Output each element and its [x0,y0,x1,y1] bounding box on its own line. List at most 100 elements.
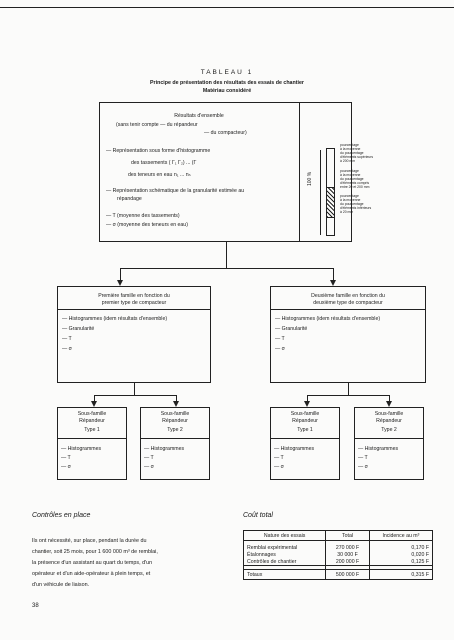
subfamily-divider [354,438,424,439]
family-subtitle: deuxième type de compacteur [313,300,383,306]
family-title: Première famille en fonction du [98,293,170,299]
cost-cell: Contrôles de chantier [242,558,327,566]
cost-cell: 0,125 F [368,558,434,566]
subfamily-label: Sous-famille [160,411,190,417]
subfamily-item: — σ [61,464,71,470]
note-line: du pourcentage [340,151,364,155]
subfamily-item: — Histogrammes [144,446,185,452]
cost-row: Remblai expérimental 270 000 F 0,170 F [242,544,434,551]
histogram-notes-top: pourcentage à la moyenne du pourcentage … [340,143,373,163]
histogram-notes-middle: pourcentage à la moyenne du pourcentage … [340,169,369,189]
overall-item: — σ (moyenne des teneurs en eau) [106,222,188,228]
cost-header: Incidence au m³ [368,530,434,541]
cost-total-row: Totaux 500 000 F 0,315 F [242,569,434,580]
connector [389,395,390,402]
scope-line-1: (sans tenir compte — du répandeur [116,122,198,128]
family-item: — T [275,336,285,342]
overall-item: — Représentation schématique de la granu… [106,188,245,194]
note-line: pourcentage [340,143,359,147]
family-item: — Granularité [62,326,95,332]
connector [226,242,227,268]
connector [120,268,121,280]
box-divider [299,102,300,242]
family-item: — σ [275,346,285,352]
cost-cell: 30 000 F [325,551,370,558]
connector [348,383,349,395]
subfamily-item: — σ [358,464,368,470]
controls-line: chantier, soit 25 mois, pour 1 600 000 m… [32,549,158,555]
family-title: Deuxième famille en fonction du [311,293,385,299]
subfamily-label: Type 1 [84,427,100,433]
family-item: — Histogrammes (idem résultats d'ensembl… [62,316,168,322]
subfamily-label: Sous-famille [290,411,320,417]
subfamily-label: Sous-famille [77,411,107,417]
cost-cell: 270 000 F [325,544,370,551]
subfamily-item: — Histogrammes [274,446,315,452]
subfamily-item: — σ [144,464,154,470]
histogram-notes-bottom: pourcentage à la moyenne du pourcentage … [340,194,371,214]
cost-heading: Coût total [243,512,273,519]
cost-header-row: Nature des essais Total Incidence au m³ [242,530,434,541]
cost-total-cell: 0,315 F [368,569,434,580]
cost-spacer-row [242,565,434,570]
table-title: TABLEAU 1 [200,69,254,76]
connector [307,395,308,402]
family-box-1 [57,286,211,383]
page-number: 38 [32,603,39,609]
note-line: du pourcentage [340,177,364,181]
family-subtitle: premier type de compacteur [101,300,167,306]
table-subtitle: Principe de présentation des résultats d… [150,80,304,86]
family-item: — Histogrammes (idem résultats d'ensembl… [275,316,381,322]
top-rule [0,7,454,8]
subfamily-divider [140,438,210,439]
cost-cell: Remblai expérimental [242,544,327,551]
subfamily-item: — T [144,455,154,461]
subfamily-box [57,407,127,480]
subfamily-item: — T [274,455,284,461]
arrow-down-icon [91,401,97,407]
family-item: — Granularité [275,326,308,332]
overall-item: — T (moyenne des tassements) [106,213,180,219]
cost-table: Nature des essais Total Incidence au m³ … [242,530,434,580]
note-line: d'éléments compris [340,181,370,185]
controls-line: la présence d'un assistant au quart du t… [32,560,153,566]
subfamily-divider [57,438,127,439]
subfamily-label: Type 1 [297,427,313,433]
family-box-2 [270,286,426,383]
subfamily-label: Type 2 [167,427,183,433]
connector [333,268,334,280]
subfamily-box [140,407,210,480]
cost-cell: 0,020 F [368,551,434,558]
arrow-down-icon [386,401,392,407]
histogram-hatch [327,187,334,218]
note-line: pourcentage [340,169,359,173]
cost-header: Nature des essais [242,530,327,541]
subfamily-box [354,407,424,480]
overall-results-box [99,102,352,242]
cost-cell: 0,170 F [368,544,434,551]
cost-total-cell: 500 000 F [325,569,370,580]
arrow-down-icon [117,280,123,286]
controls-line: d'un véhicule de liaison. [32,582,90,588]
subfamily-item: — Histogrammes [61,446,102,452]
cost-row: Contrôles de chantier 200 000 F 0,125 F [242,558,434,566]
scope-line-2: — du compacteur) [204,130,247,136]
cost-total-cell: Totaux [242,569,327,580]
note-line: à 200 mm [340,159,356,163]
controls-line: Ils ont nécessité, sur place, pendant la… [32,538,147,544]
subfamily-label: Type 2 [381,427,397,433]
subfamily-label: Répandeur [292,418,318,424]
subfamily-label: Sous-famille [374,411,404,417]
histogram-axis-label: 100 % [307,171,313,186]
granularity-histogram [326,148,335,236]
connector [176,395,177,402]
subfamily-box [270,407,340,480]
subfamily-item: — T [61,455,71,461]
cost-cell: Étalonnages [242,551,327,558]
cost-row: Étalonnages 30 000 F 0,020 F [242,551,434,558]
overall-results-heading: Résultats d'ensemble [174,113,224,119]
note-line: d'éléments supérieurs [340,155,374,159]
subfamily-item: — T [358,455,368,461]
cost-spacer-row [242,540,434,544]
controls-heading: Contrôles en place [32,512,91,519]
